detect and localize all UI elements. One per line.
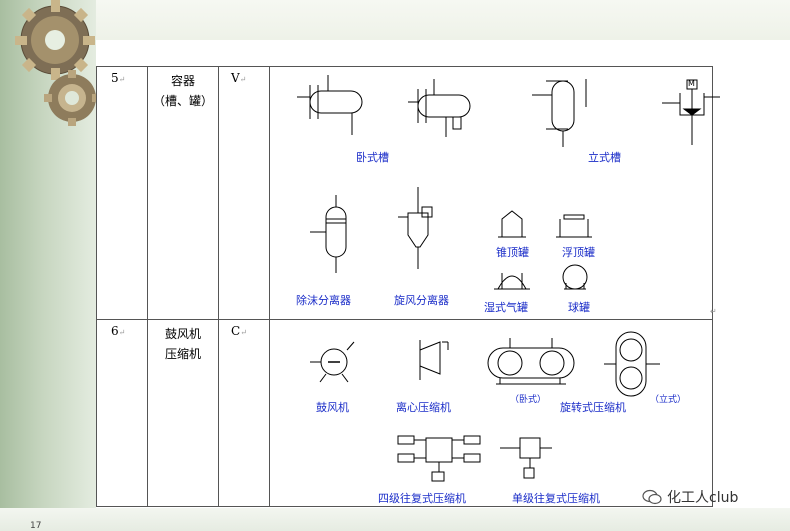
vertical-note: （立式）: [650, 395, 687, 405]
horizontal-tank-symbol: [297, 75, 363, 135]
equipment-symbol-table: 5↵ 容器 （槽、罐） V↵: [96, 66, 720, 507]
four-stage-reciprocating-symbol: [397, 435, 481, 482]
single-stage-reciprocating-symbol: [500, 437, 552, 479]
small-gear-decoration: [44, 70, 100, 126]
vessel-symbols: [297, 75, 720, 290]
watermark: 化工人club: [642, 487, 738, 507]
symbol-cell: 卧式槽 立式槽 锥顶罐 浮顶罐 除沫分离器 旋风分离器 湿式气罐 球罐 M ↵: [269, 66, 720, 320]
blower-label: 鼓风机: [316, 401, 349, 414]
horizontal-note: （卧式）: [510, 395, 547, 405]
demister-separator-label: 除沫分离器: [296, 294, 351, 307]
spherical-tank-label: 球罐: [568, 301, 590, 314]
equipment-code: C↵: [218, 319, 270, 507]
equipment-category: 容器 （槽、罐）: [147, 66, 219, 320]
vertical-rotary-compressor-symbol: [604, 331, 660, 397]
row-number: 6↵: [96, 319, 148, 507]
cyclone-separator-symbol: [398, 187, 433, 269]
wet-gas-holder-label: 湿式气罐: [484, 301, 528, 314]
gear-decoration: [15, 0, 95, 80]
centrifugal-compressor-symbol: [419, 340, 449, 380]
wechat-icon: [642, 489, 662, 505]
cone-roof-tank-label: 锥顶罐: [496, 246, 529, 259]
return-mark: ↵: [710, 307, 717, 316]
demister-separator-symbol: [310, 195, 347, 273]
blower-symbol: [310, 341, 355, 383]
floating-roof-tank-symbol: [556, 214, 592, 238]
cone-roof-tank-symbol: [498, 210, 526, 238]
table-row: 5↵ 容器 （槽、罐） V↵: [96, 66, 720, 320]
single-stage-reciprocating-label: 单级往复式压缩机: [512, 492, 600, 505]
four-stage-reciprocating-label: 四级往复式压缩机: [378, 492, 466, 505]
motor-letter: M: [688, 79, 695, 88]
row-number: 5↵: [96, 66, 148, 320]
page-number: 17: [30, 521, 42, 531]
cyclone-separator-label: 旋风分离器: [394, 294, 449, 307]
horizontal-tank-label: 卧式槽: [356, 151, 389, 164]
symbol-cell: 鼓风机 离心压缩机 （卧式） 旋转式压缩机 （立式） 四级往复式压缩机 单级往复…: [269, 319, 713, 507]
equipment-code: V↵: [218, 66, 270, 320]
table-row: 6↵ 鼓风机 压缩机 C↵: [96, 319, 713, 507]
centrifugal-compressor-label: 离心压缩机: [396, 401, 451, 414]
rotary-compressor-label: 旋转式压缩机: [560, 401, 626, 414]
vertical-tank-label: 立式槽: [588, 151, 621, 164]
horizontal-tank-boot-symbol: [408, 79, 471, 137]
floating-roof-tank-label: 浮顶罐: [562, 246, 595, 259]
agitated-tank-symbol: [662, 79, 720, 145]
compressor-symbols: [310, 331, 660, 482]
bottom-band: [0, 508, 790, 531]
top-band: [0, 0, 790, 40]
equipment-category: 鼓风机 压缩机: [147, 319, 219, 507]
watermark-text: 化工人club: [667, 490, 739, 506]
wet-gas-holder-symbol: [494, 273, 530, 290]
horizontal-rotary-compressor-symbol: [487, 338, 575, 385]
spherical-tank-symbol: [562, 264, 588, 290]
vertical-tank-symbol: [532, 79, 587, 147]
